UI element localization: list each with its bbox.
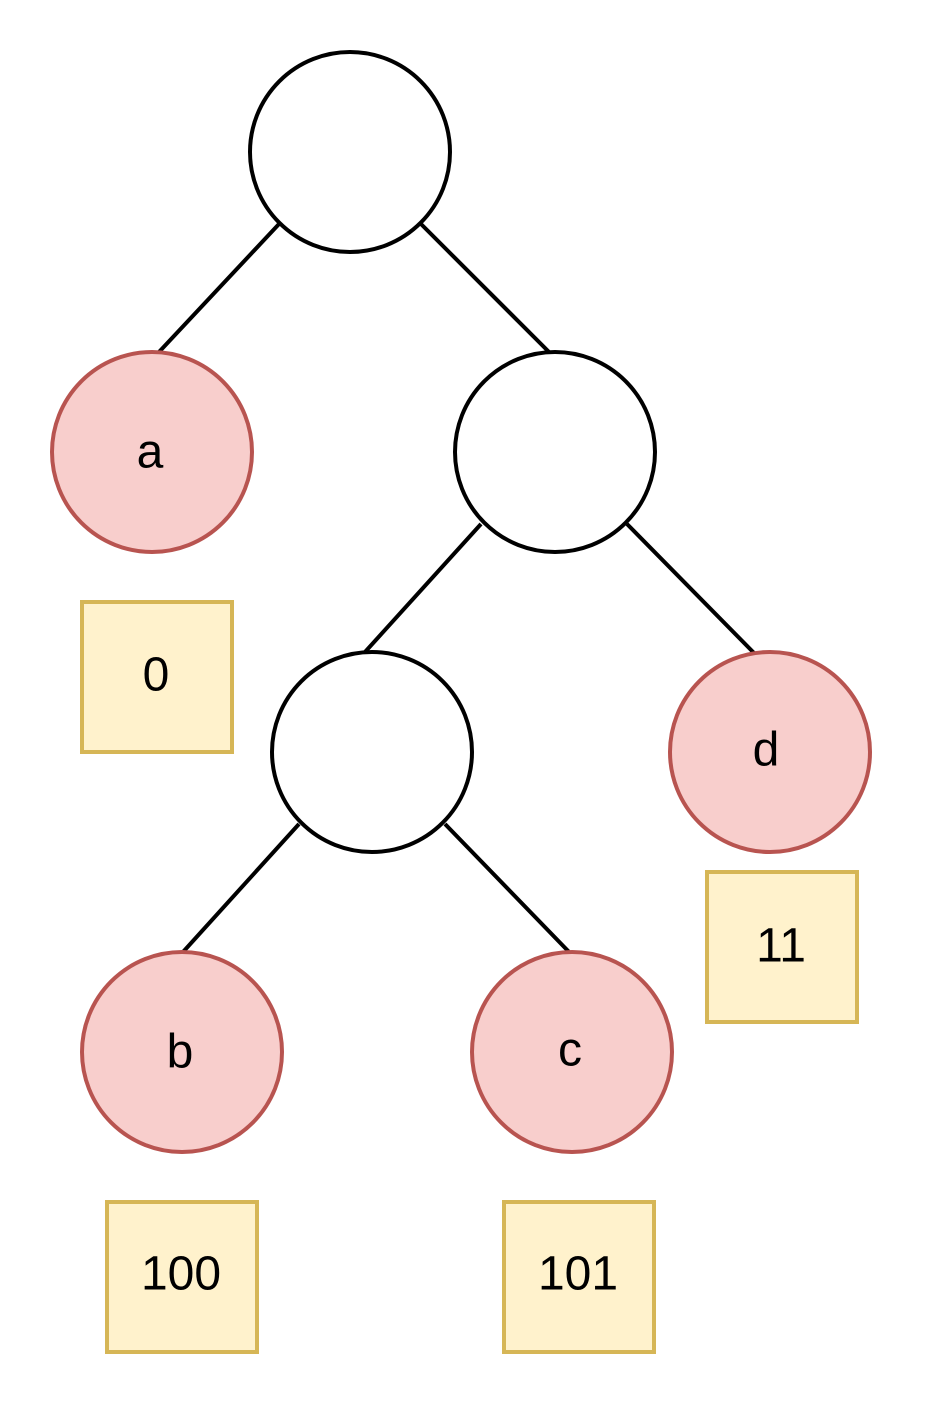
leaf-node-b: b (80, 950, 284, 1154)
code-box-rect-a (80, 600, 234, 754)
edge-n2-to-c (443, 822, 573, 956)
edge-root-to-n1 (419, 222, 551, 354)
code-label-d: 11 (756, 920, 806, 973)
code-label-b: 100 (141, 1248, 221, 1301)
code-box-d: 11 (705, 870, 859, 1024)
internal-node-right (453, 350, 657, 554)
code-label-a: 0 (143, 649, 170, 702)
leaf-circle-d (668, 650, 872, 854)
root-node (248, 50, 452, 254)
leaf-circle-b (80, 950, 284, 1154)
leaf-circle-c (470, 950, 674, 1154)
leaf-label-a: a (137, 426, 164, 479)
code-box-rect-b (105, 1200, 259, 1354)
code-box-rect-d (705, 870, 859, 1024)
edge-root-to-a (157, 222, 281, 354)
edge-n1-to-d (625, 522, 757, 656)
code-box-a: 0 (80, 600, 234, 754)
leaf-label-d: d (753, 724, 780, 777)
edge-n1-to-n2 (363, 522, 483, 654)
code-box-c: 101 (502, 1200, 656, 1354)
leaf-label-b: b (167, 1026, 194, 1079)
code-label-c: 101 (538, 1248, 618, 1301)
leaf-node-d: d (668, 650, 872, 854)
code-box-rect-c (502, 1200, 656, 1354)
leaf-node-c: c (470, 950, 674, 1154)
internal-node-lower (270, 650, 474, 854)
edge-n2-to-b (181, 822, 301, 954)
leaf-node-a: a (50, 350, 254, 554)
leaf-circle-a (50, 350, 254, 554)
leaf-label-c: c (558, 1024, 582, 1077)
code-box-b: 100 (105, 1200, 259, 1354)
